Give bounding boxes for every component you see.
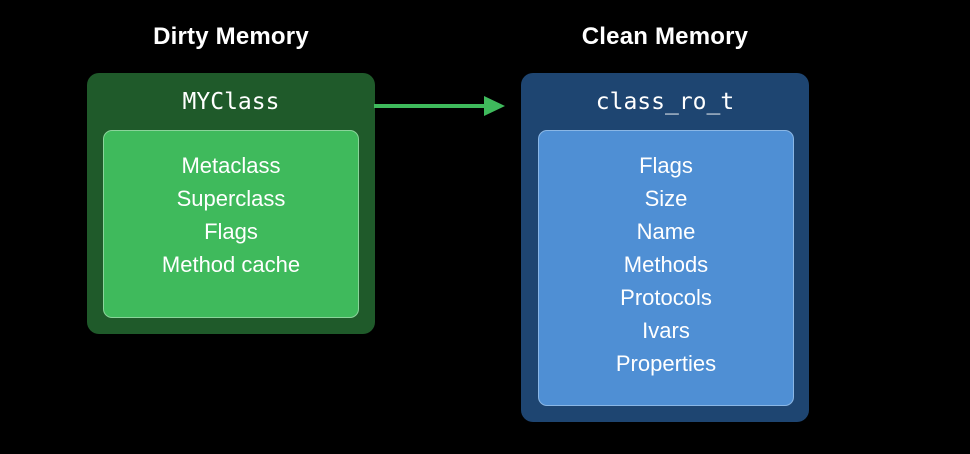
myclass-fields-box: Metaclass Superclass Flags Method cache: [103, 130, 359, 318]
arrow-right-icon: [374, 96, 505, 116]
class-ro-t-field: Ivars: [642, 318, 690, 343]
class-ro-t-field-list: Flags Size Name Methods Protocols Ivars …: [539, 149, 793, 380]
class-ro-t-field: Size: [644, 186, 688, 211]
myclass-field: Superclass: [176, 186, 286, 211]
class-ro-t-box: class_ro_t Flags Size Name Methods Proto…: [521, 73, 809, 422]
clean-memory-heading: Clean Memory: [581, 23, 749, 50]
dirty-memory-heading: Dirty Memory: [153, 23, 309, 50]
class-ro-t-title: class_ro_t: [595, 89, 735, 115]
myclass-field-list: Metaclass Superclass Flags Method cache: [104, 149, 358, 281]
myclass-field: Flags: [204, 219, 258, 244]
myclass-field: Method cache: [161, 252, 301, 277]
myclass-box: MYClass Metaclass Superclass Flags Metho…: [87, 73, 375, 334]
class-ro-t-field: Methods: [623, 252, 709, 277]
class-ro-t-fields-box: Flags Size Name Methods Protocols Ivars …: [538, 130, 794, 406]
class-ro-t-field: Properties: [615, 351, 717, 376]
class-ro-t-field: Protocols: [620, 285, 712, 310]
class-ro-t-field: Flags: [639, 153, 693, 178]
myclass-title: MYClass: [182, 89, 280, 115]
class-ro-t-field: Name: [636, 219, 696, 244]
myclass-field: Metaclass: [181, 153, 281, 178]
